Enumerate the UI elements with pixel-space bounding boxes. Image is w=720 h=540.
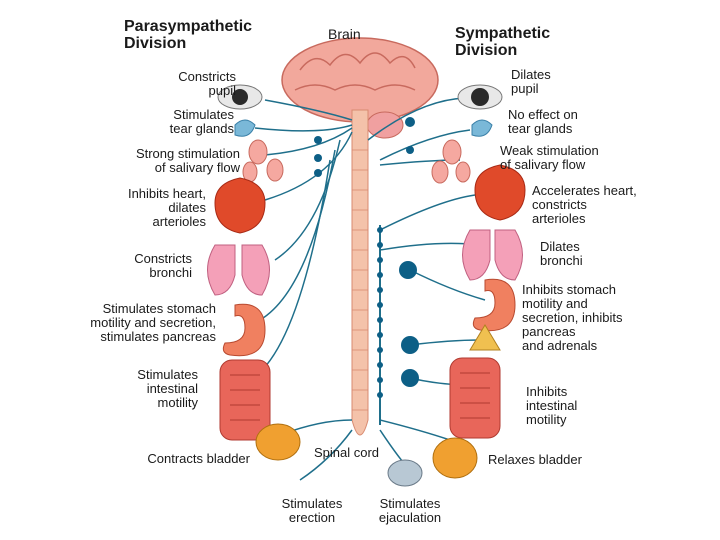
testis-icon	[387, 459, 423, 487]
spinal-cord-illustration	[351, 109, 369, 436]
parasympathetic-header: Parasympathetic Division	[124, 18, 253, 52]
para-stomach-label: Stimulates stomach motility and secretio…	[90, 301, 216, 344]
eye-icon	[457, 84, 503, 110]
symp-intestine-label: Inhibits intestinal motility	[526, 384, 578, 427]
erection-label: Stimulates erection	[281, 496, 343, 525]
brain-illustration	[281, 37, 439, 139]
para-tear-label: Stimulates tear glands	[169, 107, 234, 136]
brain-header: Brain	[328, 26, 361, 42]
para-salivary-label: Strong stimulation of salivary flow	[135, 146, 240, 175]
bladder-icon	[432, 437, 478, 479]
tear-gland-icon	[471, 119, 493, 137]
heart-icon	[214, 177, 266, 234]
spinal-cord-label: Spinal cord	[314, 445, 380, 460]
symp-lungs-label: Dilates bronchi	[540, 239, 583, 268]
salivary-gland-icon	[431, 139, 471, 184]
tear-gland-icon	[234, 119, 256, 137]
para-lungs-label: Constricts bronchi	[134, 251, 192, 280]
eye-icon	[217, 84, 263, 110]
para-intestine-label: Stimulates intestinal motility	[137, 367, 198, 410]
heart-icon	[474, 164, 526, 221]
ejaculation-label: Stimulates ejaculation	[378, 496, 442, 525]
ganglia	[314, 117, 419, 398]
symp-eye-label: Dilates pupil	[511, 67, 551, 96]
symp-stomach-label: Inhibits stomach motility and secretion,…	[522, 282, 623, 353]
intestine-icon	[219, 359, 271, 441]
intestine-icon	[449, 357, 501, 439]
para-eye-label: Constricts pupil	[178, 69, 236, 98]
parasympathetic-nerves	[249, 99, 353, 481]
stomach-icon	[472, 278, 516, 332]
para-bladder-label: Contracts bladder	[147, 451, 250, 466]
para-heart-label: Inhibits heart, dilates arterioles	[127, 186, 206, 229]
sympathetic-header: Sympathetic Division	[455, 25, 551, 59]
stomach-icon	[222, 303, 266, 357]
bladder-icon	[255, 423, 301, 461]
pancreas-icon	[469, 324, 501, 351]
lungs-icon	[207, 244, 270, 296]
salivary-gland-icon	[242, 139, 284, 183]
symp-tear-label: No effect on tear glands	[508, 107, 578, 136]
symp-bladder-label: Relaxes bladder	[488, 452, 582, 467]
symp-heart-label: Accelerates heart, constricts arterioles	[532, 183, 637, 226]
symp-salivary-label: Weak stimulation of salivary flow	[500, 143, 599, 172]
lungs-icon	[462, 229, 523, 281]
